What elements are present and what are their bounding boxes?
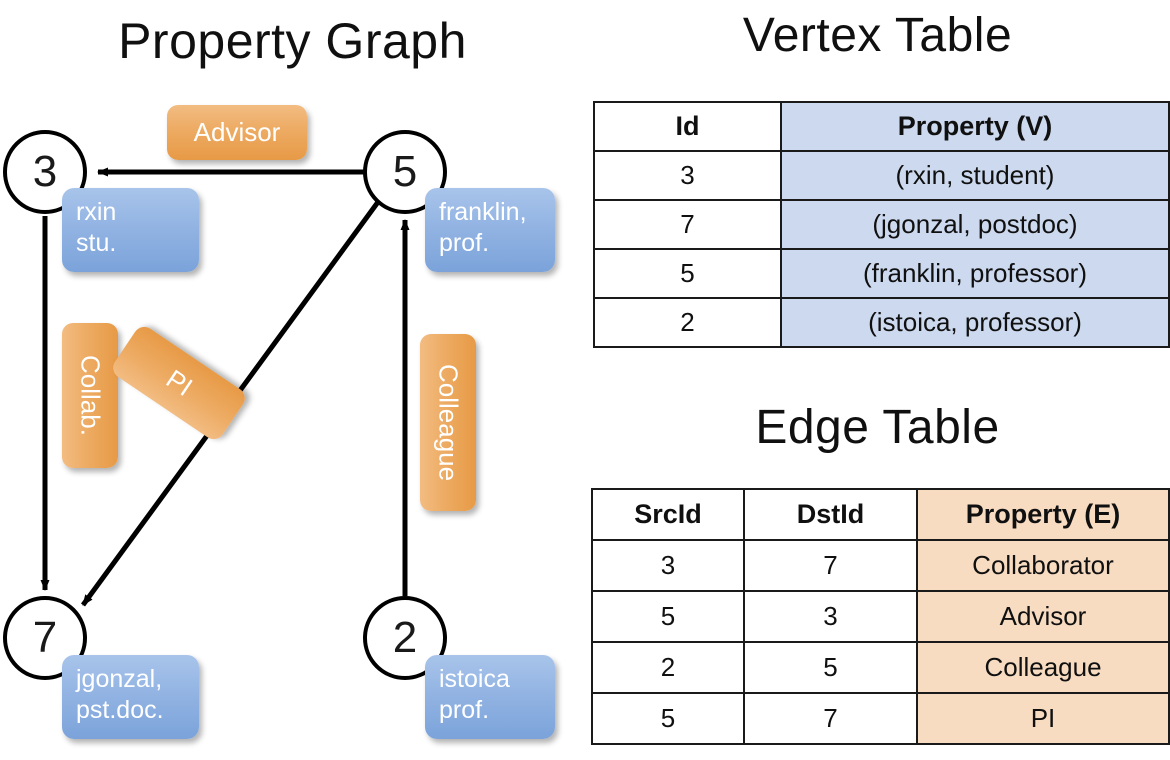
edge-label-advisor: Advisor — [167, 105, 307, 160]
vertex-node-2-label: 2 — [392, 613, 418, 662]
vertex-table-cell-id: 7 — [593, 199, 782, 250]
vertex-node-5-label: 5 — [392, 147, 418, 196]
vertex-node-3-label: 3 — [32, 147, 58, 196]
edge-table-col-srcid: SrcId — [591, 488, 745, 541]
edge-table-cell-dstid: 5 — [743, 641, 918, 694]
page-title-property-graph: Property Graph — [118, 13, 467, 69]
edge-table-row: 3 7 Collaborator — [591, 539, 1170, 592]
vertex-property-box-2-line1: istoica — [439, 665, 510, 693]
edge-label-collab: Collab. — [62, 323, 118, 468]
vertex-table-col-id: Id — [593, 101, 782, 152]
vertex-table-row: 3 (rxin, student) — [593, 150, 1170, 201]
edge-table-cell-property: PI — [916, 692, 1170, 745]
edge-table-row: 5 3 Advisor — [591, 590, 1170, 643]
vertex-property-box-3-line2: stu. — [76, 229, 117, 258]
page-title-vertex-table: Vertex Table — [742, 9, 1013, 62]
vertex-property-box-5: franklin, prof. — [425, 188, 555, 272]
vertex-table-cell-property: (istoica, professor) — [780, 297, 1170, 348]
vertex-table-cell-id: 5 — [593, 248, 782, 299]
vertex-table-cell-id: 2 — [593, 297, 782, 348]
vertex-property-box-7-line2: pst.doc. — [76, 696, 164, 725]
vertex-table-col-property: Property (V) — [780, 101, 1170, 152]
edge-table-cell-srcid: 3 — [591, 539, 745, 592]
vertex-node-2[interactable]: 2 — [363, 596, 447, 680]
edge-table-cell-srcid: 2 — [591, 641, 745, 694]
vertex-property-box-3-line1: rxin — [76, 198, 117, 226]
vertex-table-cell-property: (franklin, professor) — [780, 248, 1170, 299]
edge-label-advisor-text: Advisor — [193, 117, 281, 147]
edge-table-cell-dstid: 7 — [743, 692, 918, 745]
edge-table-cell-dstid: 7 — [743, 539, 918, 592]
edge-table-cell-property: Colleague — [916, 641, 1170, 694]
page-title-edge-table: Edge Table — [755, 401, 1000, 454]
edge-table-cell-srcid: 5 — [591, 590, 745, 643]
vertex-table-cell-property: (jgonzal, postdoc) — [780, 199, 1170, 250]
property-graph-diagram: 3 5 7 2 rxin stu. franklin, prof. jgonza… — [3, 105, 555, 739]
edge-table-col-property: Property (E) — [916, 488, 1170, 541]
vertex-table-header-row: Id Property (V) — [593, 101, 1170, 152]
vertex-property-box-2: istoica prof. — [425, 655, 555, 739]
edge-table-cell-property: Collaborator — [916, 539, 1170, 592]
vertex-table-cell-id: 3 — [593, 150, 782, 201]
edge-table-cell-dstid: 3 — [743, 590, 918, 643]
edge-label-colleague-text: Colleague — [433, 363, 464, 482]
edge-label-collab-text: Collab. — [75, 355, 106, 436]
edge-label-colleague: Colleague — [420, 334, 476, 511]
vertex-property-box-7-line1: jgonzal, — [76, 665, 163, 693]
vertex-table-row: 2 (istoica, professor) — [593, 297, 1170, 348]
edge-table-cell-property: Advisor — [916, 590, 1170, 643]
vertex-property-box-5-line2: prof. — [439, 229, 490, 258]
vertex-property-box-3: rxin stu. — [62, 188, 199, 272]
vertex-table: Id Property (V) 3 (rxin, student) 7 (jgo… — [593, 101, 1170, 348]
vertex-table-cell-property: (rxin, student) — [780, 150, 1170, 201]
vertex-property-box-2-line2: prof. — [439, 696, 490, 725]
edge-label-pi-text: PI — [160, 363, 198, 402]
vertex-property-box-5-line1: franklin, — [439, 198, 527, 226]
vertex-table-row: 5 (franklin, professor) — [593, 248, 1170, 299]
vertex-node-7-label: 7 — [32, 613, 58, 662]
vertex-table-row: 7 (jgonzal, postdoc) — [593, 199, 1170, 250]
vertex-property-box-7: jgonzal, pst.doc. — [62, 655, 199, 739]
edge-table: SrcId DstId Property (E) 3 7 Collaborato… — [591, 488, 1170, 745]
vertex-node-5[interactable]: 5 — [363, 130, 447, 214]
edge-table-col-dstid: DstId — [743, 488, 918, 541]
edge-table-header-row: SrcId DstId Property (E) — [591, 488, 1170, 541]
edge-table-row: 2 5 Colleague — [591, 641, 1170, 694]
edge-table-cell-srcid: 5 — [591, 692, 745, 745]
edge-table-row: 5 7 PI — [591, 692, 1170, 745]
